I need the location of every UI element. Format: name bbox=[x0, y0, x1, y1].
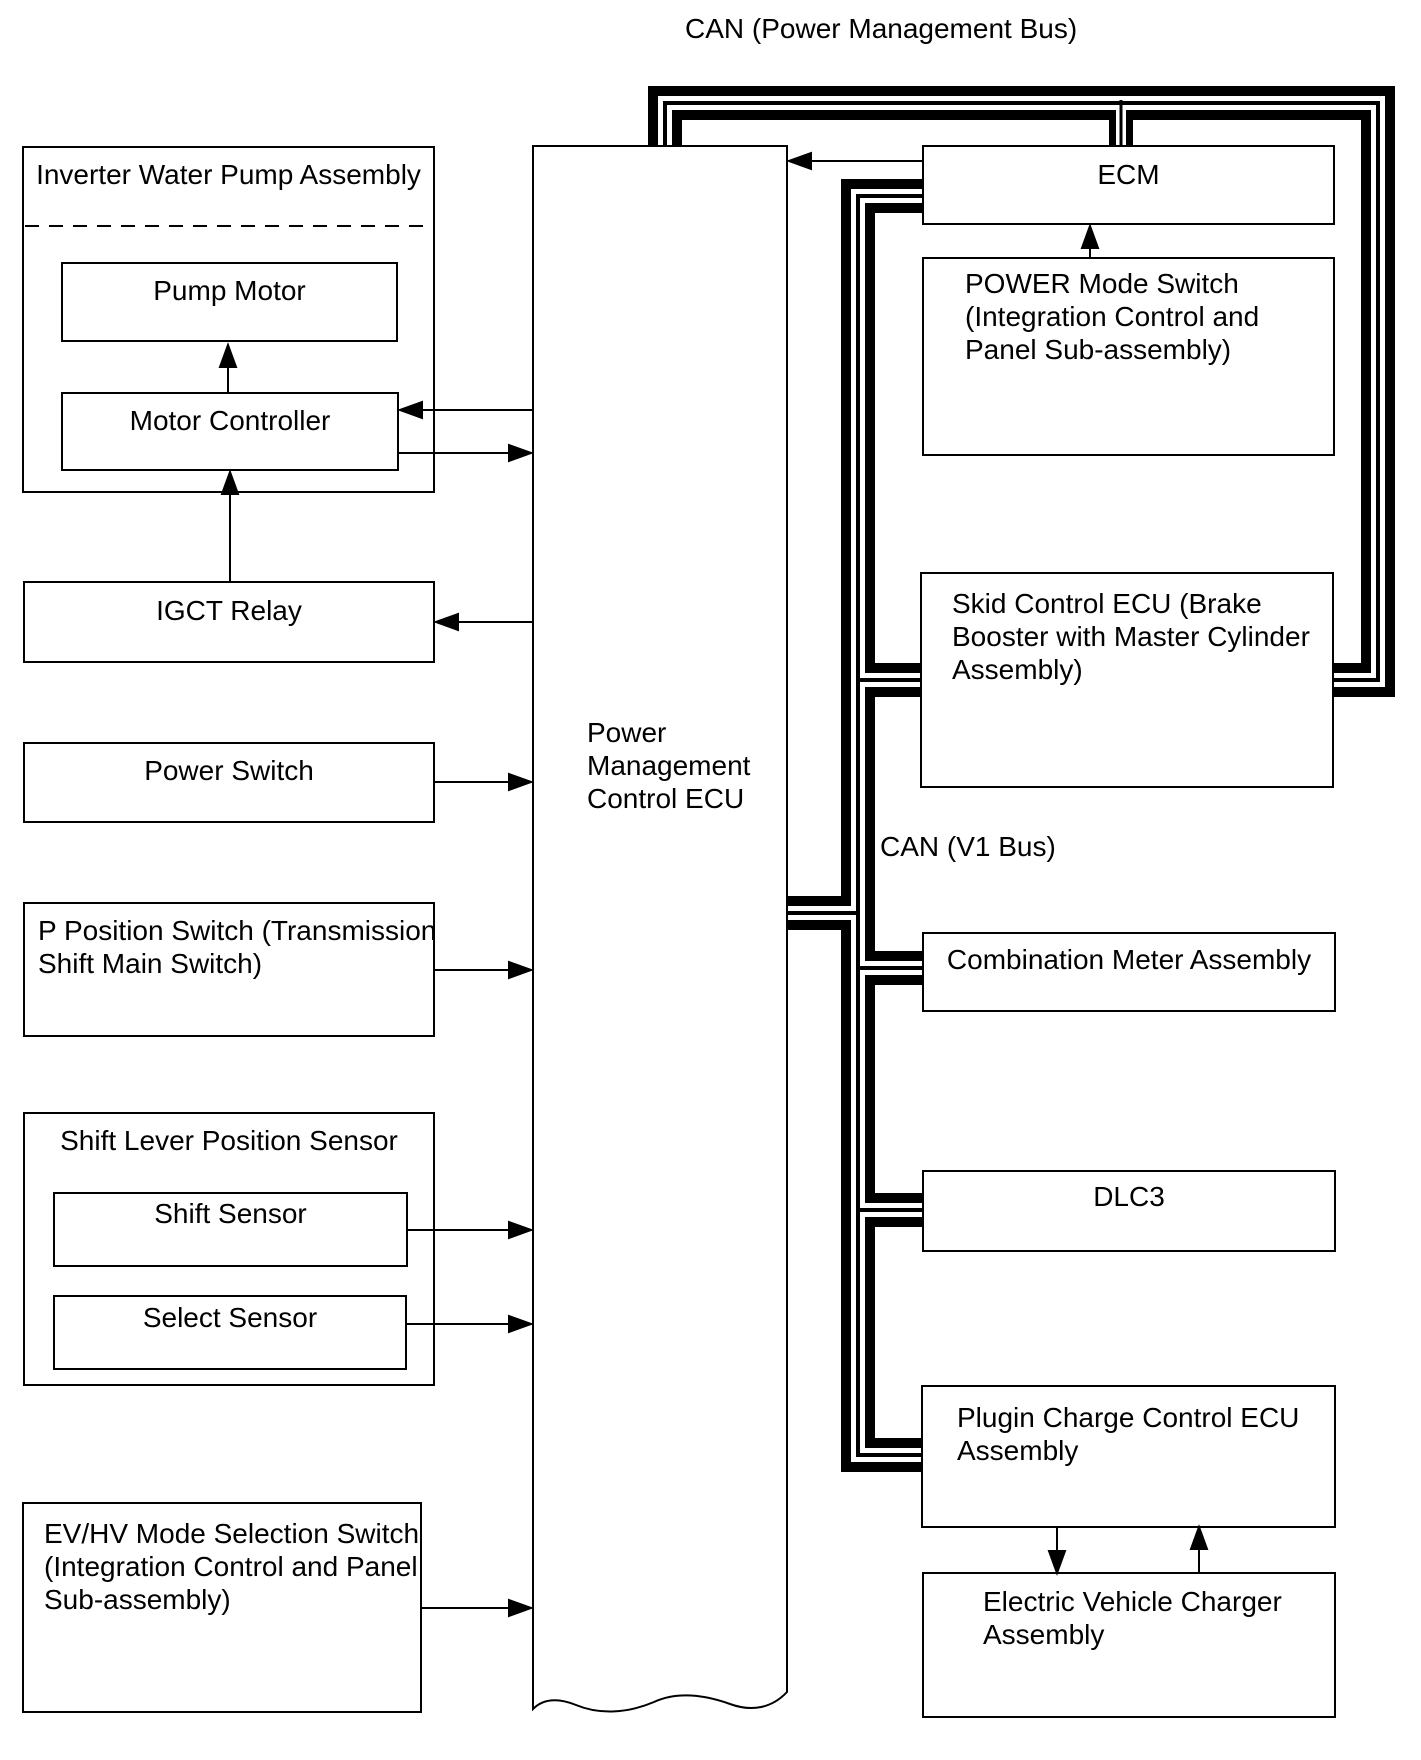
electric-vehicle-charger-box bbox=[922, 1572, 1336, 1718]
power-switch-label: Power Switch bbox=[144, 755, 314, 786]
arrowhead-pmc-to-motorcontroller bbox=[397, 400, 423, 420]
motor-controller-label: Motor Controller bbox=[129, 405, 331, 436]
select-sensor-label: Select Sensor bbox=[142, 1302, 318, 1333]
bus-center-pass bbox=[663, 100, 1380, 1457]
arrowhead-igct-to-motorcontroller bbox=[220, 469, 240, 495]
arrowhead-charger-to-plugin bbox=[1189, 1524, 1209, 1550]
skid-control-label: Skid Control ECU (Brake Booster with Mas… bbox=[952, 588, 1310, 685]
ev-hv-mode-selection-switch-box bbox=[22, 1502, 422, 1713]
arrowhead-selectsensor-to-pmc bbox=[508, 1314, 534, 1334]
shift-sensor-box bbox=[53, 1192, 408, 1267]
signal-arrows bbox=[218, 151, 1209, 1618]
arrowhead-evhv-to-pmc bbox=[508, 1598, 534, 1618]
arrowhead-shiftsensor-to-pmc bbox=[508, 1220, 534, 1240]
arrowhead-motorcontroller-to-pmc bbox=[508, 443, 534, 463]
arrowhead-ecm-to-pmc bbox=[786, 151, 812, 171]
arrowhead-plugin-to-charger bbox=[1047, 1550, 1067, 1576]
power-management-control-ecu-box bbox=[532, 145, 788, 1713]
combination-meter-assembly-box bbox=[922, 932, 1336, 1012]
boxes bbox=[22, 145, 1336, 1718]
ecm-label: ECM bbox=[1097, 159, 1160, 190]
dlc3-label: DLC3 bbox=[1093, 1181, 1165, 1212]
skid-control-ecu-box bbox=[920, 572, 1334, 788]
ev-charger-label: Electric Vehicle Charger Assembly bbox=[983, 1586, 1282, 1650]
pm-bus-title: CAN (Power Management Bus) bbox=[685, 13, 1078, 44]
ev-hv-switch-label: EV/HV Mode Selection Switch (Integration… bbox=[44, 1518, 420, 1615]
motor-controller-box bbox=[61, 392, 399, 471]
power-mode-switch-label: POWER Mode Switch (Integration Control a… bbox=[965, 268, 1260, 365]
p-position-switch-box bbox=[23, 902, 435, 1037]
combination-meter-label: Combination Meter Assembly bbox=[946, 944, 1312, 975]
power-mode-switch-box bbox=[922, 257, 1335, 456]
v1-bus-path bbox=[841, 179, 927, 1472]
pump-motor-box bbox=[61, 262, 398, 342]
p-position-switch-label: P Position Switch (Transmission Shift Ma… bbox=[38, 915, 437, 979]
select-sensor-box bbox=[53, 1295, 407, 1370]
arrowhead-motorcontroller-to-pumpmotor bbox=[218, 342, 238, 368]
igct-relay-label: IGCT Relay bbox=[156, 595, 302, 626]
inverter-title-label: Inverter Water Pump Assembly bbox=[36, 159, 421, 190]
v1-bus-label: CAN (V1 Bus) bbox=[880, 831, 1056, 862]
pmc-ecu-label: Power Management Control ECU bbox=[587, 717, 751, 814]
shift-sensor-label: Shift Sensor bbox=[154, 1198, 307, 1229]
pump-motor-label: Pump Motor bbox=[153, 275, 306, 306]
plugin-charge-label: Plugin Charge Control ECU Assembly bbox=[957, 1402, 1300, 1466]
shift-lever-title-label: Shift Lever Position Sensor bbox=[60, 1125, 398, 1156]
ecm-box bbox=[922, 145, 1335, 225]
arrowhead-pposition-to-pmc bbox=[508, 960, 534, 980]
plugin-charge-control-ecu-box bbox=[921, 1385, 1336, 1528]
dlc3-box bbox=[922, 1170, 1336, 1252]
arrowhead-powermode-to-ecm bbox=[1080, 223, 1100, 249]
arrowhead-pmc-to-igct bbox=[433, 612, 459, 632]
arrowhead-powerswitch-to-pmc bbox=[508, 772, 534, 792]
power-switch-box bbox=[23, 742, 435, 823]
